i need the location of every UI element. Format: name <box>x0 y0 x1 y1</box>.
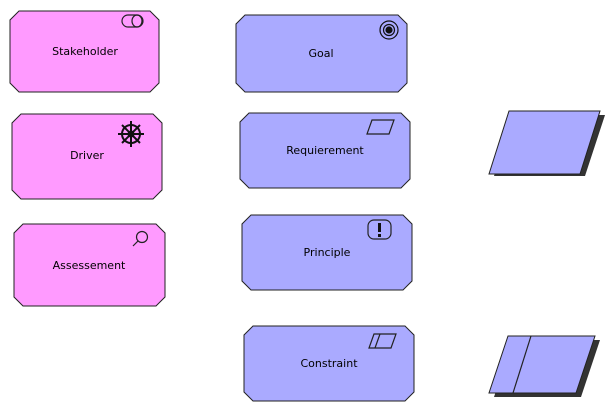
constraint-shape[interactable] <box>488 335 600 397</box>
requirement-shape[interactable] <box>488 110 605 176</box>
assessment-element[interactable]: Assessement <box>13 223 166 307</box>
stakeholder-element[interactable]: Stakeholder <box>9 10 160 93</box>
stakeholder-cylinder-icon <box>121 14 144 28</box>
requirement-label: Requierement <box>286 144 364 157</box>
stakeholder-label: Stakeholder <box>52 45 118 58</box>
driver-label: Driver <box>70 149 104 162</box>
requirement-element[interactable]: Requierement <box>239 112 411 189</box>
exclamation-icon <box>367 219 392 240</box>
double-parallelogram-icon <box>368 333 397 349</box>
ship-wheel-icon <box>118 121 144 147</box>
constraint-label: Constraint <box>300 357 358 370</box>
goal-element[interactable]: Goal <box>235 14 408 93</box>
assessment-label: Assessement <box>53 259 126 272</box>
target-icon <box>379 20 399 40</box>
magnifier-icon <box>132 230 149 247</box>
driver-element[interactable]: Driver <box>11 113 163 200</box>
principle-element[interactable]: Principle <box>241 214 413 291</box>
goal-label: Goal <box>308 47 333 60</box>
parallelogram-icon <box>366 119 395 135</box>
principle-label: Principle <box>304 246 351 259</box>
constraint-element[interactable]: Constraint <box>243 325 415 402</box>
